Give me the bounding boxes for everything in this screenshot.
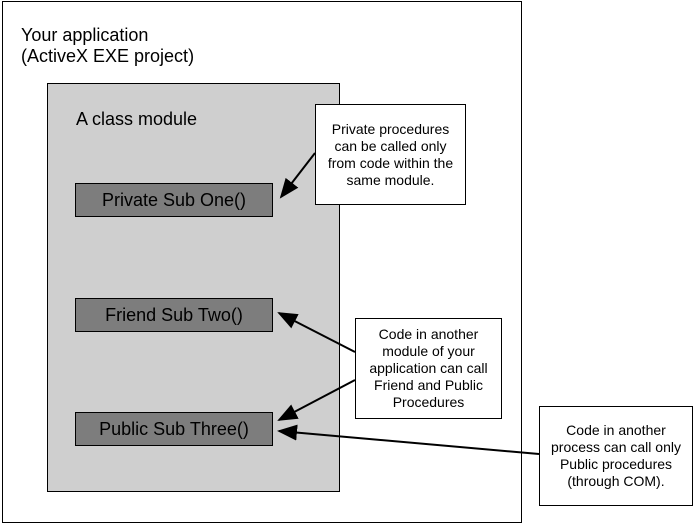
friend-procedures-note: Code in another module of your applicati… bbox=[355, 318, 502, 419]
friend-sub-two-label: Friend Sub Two() bbox=[105, 304, 243, 325]
private-procedures-note: Private procedures can be called only fr… bbox=[315, 104, 466, 205]
private-sub-one-box: Private Sub One() bbox=[75, 183, 273, 217]
application-title: Your application (ActiveX EXE project) bbox=[21, 25, 195, 66]
friend-sub-two-box: Friend Sub Two() bbox=[75, 298, 273, 332]
private-procedures-note-text: Private procedures can be called only fr… bbox=[327, 120, 454, 188]
friend-procedures-note-text: Code in another module of your applicati… bbox=[369, 326, 488, 410]
public-sub-three-box: Public Sub Three() bbox=[75, 412, 273, 446]
public-sub-three-label: Public Sub Three() bbox=[99, 418, 249, 439]
class-module-title: A class module bbox=[76, 109, 198, 129]
public-procedures-note: Code in another process can call only Pu… bbox=[539, 406, 693, 506]
public-procedures-note-text: Code in another process can call only Pu… bbox=[551, 422, 681, 489]
private-sub-one-label: Private Sub One() bbox=[101, 189, 247, 210]
